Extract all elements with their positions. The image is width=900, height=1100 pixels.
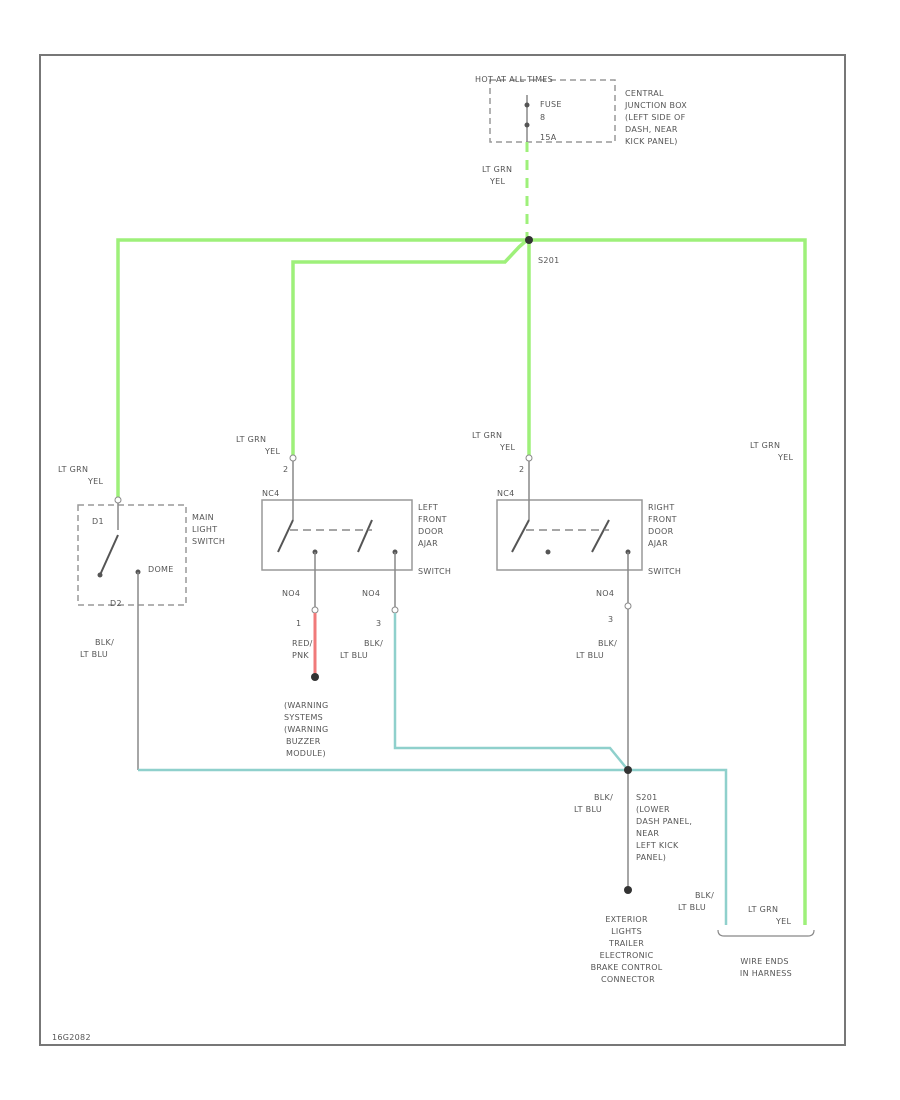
- diagram-frame: [39, 54, 846, 1046]
- left-out2-terminal: [391, 606, 399, 614]
- fuse-terminal-bottom: [524, 122, 530, 128]
- left-switch-blade-2: [357, 519, 373, 553]
- left-switch-in-wire-label: LT GRN YEL: [236, 435, 281, 456]
- main-light-switch-label: MAIN LIGHT SWITCH: [192, 513, 225, 546]
- splice-s201-bottom: [624, 766, 632, 774]
- fuse-number: 8: [540, 113, 545, 122]
- warning-module-terminal: [311, 673, 319, 681]
- right-switch-in-wire-label: LT GRN YEL: [472, 431, 516, 452]
- right-door-ajar-switch-label: RIGHT FRONT DOOR AJAR SWITCH: [648, 503, 681, 576]
- wire-ends-label: WIRE ENDS IN HARNESS: [740, 957, 792, 978]
- hot-at-all-times-label: HOT AT ALL TIMES: [475, 75, 553, 84]
- fuse-label: FUSE: [540, 100, 562, 109]
- left-out1-terminal: [311, 606, 319, 614]
- right-out-wire-label: BLK/ LT BLU: [576, 639, 620, 660]
- main-switch-wire-label: LT GRN YEL: [58, 465, 104, 486]
- right-switch-nc: NC4: [497, 489, 515, 498]
- warning-module-label: (WARNING SYSTEMS (WARNING BUZZER MODULE): [284, 701, 331, 758]
- blk-lt-blu-bus: [138, 768, 728, 925]
- splice-s201-top: [525, 236, 533, 244]
- splice-bottom-label: S201 (LOWER DASH PANEL, NEAR LEFT KICK P…: [636, 793, 695, 862]
- main-switch-blade: [99, 534, 119, 576]
- left-out2-pin: 3: [376, 619, 381, 628]
- left-switch-blade-1: [277, 519, 294, 553]
- main-switch-terminal-top: [114, 496, 122, 504]
- left-door-ajar-switch-label: LEFT FRONT DOOR AJAR SWITCH: [418, 503, 451, 576]
- lt-grn-yel-bus-main: [116, 238, 807, 925]
- fuse-amps: 15A: [540, 133, 557, 142]
- central-junction-box-label: CENTRAL JUNCTION BOX (LEFT SIDE OF DASH,…: [624, 89, 690, 146]
- right-switch-blade-2: [591, 519, 610, 553]
- left-out2-blk-lt-blu-wire: [393, 613, 629, 771]
- main-out-wire-label: BLK/ LT BLU: [80, 638, 117, 659]
- exterior-lights-terminal: [624, 886, 632, 894]
- feed-wire-label: LT GRN YEL: [482, 165, 515, 186]
- left-out1-code: NO4: [282, 589, 300, 598]
- central-junction-box: [489, 79, 616, 143]
- left-out1-wire-label: RED/ PNK: [292, 639, 316, 660]
- main-dome-label: DOME: [148, 565, 174, 574]
- left-switch-nc: NC4: [262, 489, 280, 498]
- left-out2-wire-label: BLK/ LT BLU: [340, 639, 386, 660]
- right-switch-pin-2: 2: [519, 465, 524, 474]
- main-pin-top: D1: [92, 517, 104, 526]
- right-out-code: NO4: [596, 589, 614, 598]
- right-out-terminal: [624, 602, 632, 610]
- main-switch-pivot: [97, 572, 103, 578]
- exterior-lights-label: EXTERIOR LIGHTS TRAILER ELECTRONIC BRAKE…: [591, 915, 666, 984]
- splice-top-label: S201: [538, 256, 560, 265]
- main-pin-bottom: D2: [110, 599, 122, 608]
- left-out1-pin: 1: [296, 619, 301, 628]
- figure-id: 16G2082: [52, 1033, 91, 1042]
- wire-ends-wire2-label: LT GRN YEL: [748, 905, 792, 926]
- right-switch-terminal: [525, 454, 533, 462]
- wire-ends-bracket: [717, 929, 815, 937]
- left-switch-pin-2: 2: [283, 465, 288, 474]
- right-out-pin: 3: [608, 615, 613, 624]
- fuse-terminal-top: [524, 102, 530, 108]
- left-door-ajar-switch-box: [261, 499, 413, 571]
- wire-ends-wire1-label: BLK/ LT BLU: [678, 891, 717, 912]
- right-switch-blade-1: [511, 519, 530, 553]
- lt-grn-yel-to-left-door: [291, 238, 529, 455]
- right-switch-contact-1: [545, 549, 551, 555]
- left-out2-code: NO4: [362, 589, 380, 598]
- right-door-ajar-switch-box: [496, 499, 643, 571]
- main-light-switch-box: [77, 504, 187, 606]
- left-switch-terminal: [289, 454, 297, 462]
- right-bus-wire-label: LT GRN YEL: [750, 441, 794, 462]
- splice-bottom-wire-label: BLK/ LT BLU: [574, 793, 616, 814]
